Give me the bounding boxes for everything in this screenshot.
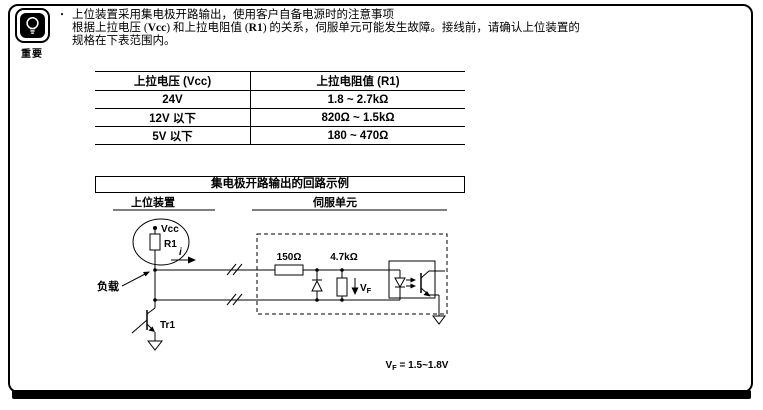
- circuit-title: 集电极开路输出的回路示例: [95, 176, 465, 193]
- pullup-resistance-header: 上拉电阻值 (R1): [250, 71, 465, 91]
- protection-diode: [311, 270, 323, 300]
- circuit-diagram: 上位装置 伺服单元 Vcc R1 i 负载 Tr1 150Ω 4.7kΩ VF …: [97, 195, 449, 372]
- lightbulb-icon: [25, 16, 39, 34]
- note-body: 上位装置采用集电极开路输出，使用客户自备电源时的注意事项 根据上拉电压 (Vcc…: [72, 9, 580, 48]
- servo-unit-label: 伺服单元: [312, 195, 357, 209]
- vcc-text: Vcc: [147, 22, 167, 34]
- bottom-rule: [12, 390, 751, 399]
- optocoupler: [388, 260, 446, 325]
- cable-break-marks: [226, 263, 243, 306]
- table-cell: 820Ω ~ 1.5kΩ: [250, 108, 465, 127]
- load-arrow: [121, 272, 148, 287]
- current-label: i: [179, 247, 182, 258]
- r1-resistor: [149, 233, 161, 251]
- note-line-1: 上位装置采用集电极开路输出，使用客户自备电源时的注意事项: [72, 9, 394, 21]
- circuit-wires: [113, 209, 448, 351]
- servo-ground-symbol: [432, 315, 446, 325]
- important-badge: 重要: [13, 8, 51, 60]
- note-line-2-segment: ) 的关系，伺服单元可能发生故障。接线前，请确认上位装置的: [262, 22, 580, 34]
- vf-v: V: [360, 283, 367, 294]
- junctions-and-arrowheads: [143, 226, 431, 332]
- tr1-label: Tr1: [160, 320, 175, 331]
- important-icon-frame: [14, 8, 50, 43]
- vf-sub: F: [367, 286, 372, 295]
- r1-text: R1: [248, 22, 263, 34]
- circuit-labels: 上位装置 伺服单元 Vcc R1 i 负载 Tr1 150Ω 4.7kΩ VF …: [97, 195, 449, 372]
- tr1-transistor: [131, 307, 164, 351]
- servo-dashed-box: [256, 233, 448, 315]
- table-row: 24V 1.8 ~ 2.7kΩ: [95, 90, 465, 109]
- note-line-2-segment: ) 和上拉电阻值 (: [166, 22, 249, 34]
- vf-sub: F: [392, 363, 397, 372]
- pullup-spec-table: 上拉电压 (Vcc) 上拉电阻值 (R1) 24V 1.8 ~ 2.7kΩ 12…: [95, 71, 465, 145]
- table-cell: 5V 以下: [95, 126, 251, 145]
- table-header-row: 上拉电压 (Vcc) 上拉电阻值 (R1): [95, 71, 465, 91]
- table-row: 12V 以下 820Ω ~ 1.5kΩ: [95, 108, 465, 127]
- led-symbol: [394, 277, 406, 289]
- table-cell: 12V 以下: [95, 108, 251, 127]
- table-cell: 180 ~ 470Ω: [250, 126, 465, 145]
- resistor-150: [274, 264, 304, 276]
- load-label: 负载: [97, 279, 119, 293]
- important-icon-background: [19, 13, 45, 38]
- vf-label: VF: [360, 283, 372, 295]
- table-cell: 24V: [95, 90, 251, 109]
- note-line-2-segment: 根据上拉电压 (: [72, 22, 148, 34]
- vcc-label: Vcc: [161, 224, 179, 235]
- resistor-47k: [336, 270, 348, 300]
- resistor-47k-label: 4.7kΩ: [330, 252, 357, 263]
- r1-label: R1: [164, 239, 177, 250]
- host-device-label: 上位装置: [131, 195, 175, 209]
- vf-equation: VF = 1.5~1.8V: [386, 360, 449, 372]
- table-row: 5V 以下 180 ~ 470Ω: [95, 126, 465, 145]
- pullup-voltage-header: 上拉电压 (Vcc): [95, 71, 251, 91]
- vf-value: = 1.5~1.8V: [397, 360, 449, 371]
- host-ground-symbol: [146, 340, 164, 351]
- resistor-150-label: 150Ω: [277, 252, 302, 263]
- note-line-3: 规格在下表范围内。: [72, 35, 176, 47]
- vf-v: V: [386, 360, 393, 371]
- note: ・ 上位装置采用集电极开路输出，使用客户自备电源时的注意事项 根据上拉电压 (V…: [57, 9, 580, 48]
- table-cell: 1.8 ~ 2.7kΩ: [250, 90, 465, 109]
- bullet: ・: [57, 10, 67, 21]
- page-frame: [8, 4, 753, 393]
- note-line-2: 根据上拉电压 (Vcc) 和上拉电阻值 (R1) 的关系，伺服单元可能发生故障。…: [72, 22, 580, 35]
- important-label: 重要: [21, 49, 43, 60]
